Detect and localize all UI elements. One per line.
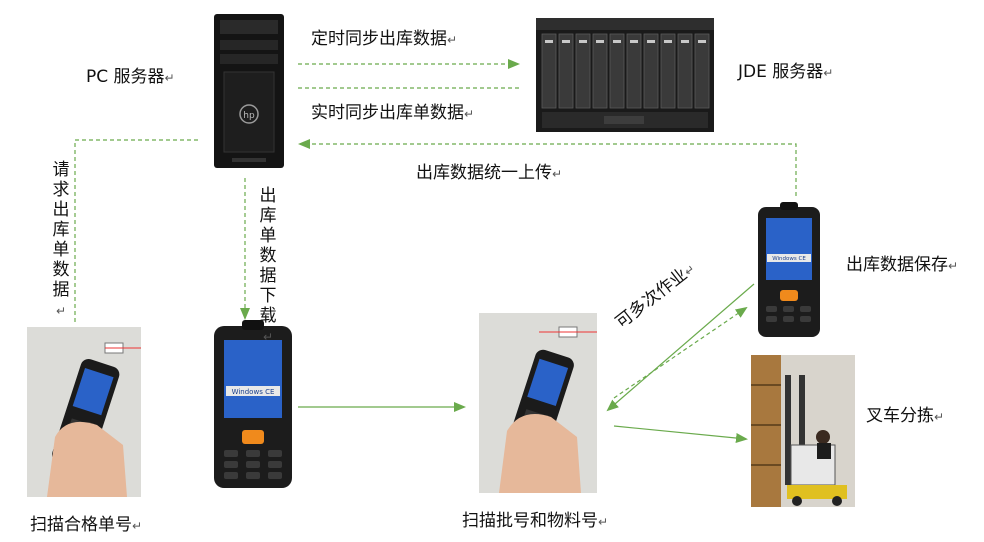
svg-text:Windows CE: Windows CE — [772, 256, 806, 262]
arrow-unified-upload — [298, 139, 797, 196]
realtime-sync-label: 实时同步出库单数据↵ — [311, 103, 475, 123]
jde-server-icon — [536, 18, 714, 132]
handheld-terminal-right: Windows CE — [758, 202, 820, 337]
arrow-to-forklift — [613, 425, 748, 443]
request-data-label: 请求出库单数据↵ — [52, 160, 70, 318]
scan-batch-photo — [479, 313, 597, 493]
timed-sync-label: 定时同步出库数据↵ — [311, 29, 458, 49]
pc-server-icon: hp — [214, 14, 284, 168]
forklift-photo — [751, 355, 855, 507]
save-data-label: 出库数据保存↵ — [846, 255, 959, 275]
arrow-back-to-scan — [606, 283, 755, 412]
unified-upload-label: 出库数据统一上传↵ — [416, 163, 563, 183]
forklift-label: 叉车分拣↵ — [866, 406, 945, 426]
scan-qualified-photo — [27, 327, 141, 497]
svg-text:hp: hp — [243, 111, 255, 121]
scan-qualified-label: 扫描合格单号↵ — [30, 515, 143, 535]
scan-batch-label: 扫描批号和物料号↵ — [462, 511, 609, 531]
arrow-request-data — [74, 139, 198, 322]
svg-text:Windows CE: Windows CE — [232, 388, 275, 396]
handheld-terminal-center: Windows CE — [214, 320, 292, 488]
jde-server-label: JDE 服务器↵ — [738, 62, 834, 82]
pc-server-label: PC 服务器↵ — [86, 67, 175, 87]
download-data-label: 出库单数据下载↵ — [259, 186, 277, 344]
arrow-to-save-data — [613, 306, 748, 399]
